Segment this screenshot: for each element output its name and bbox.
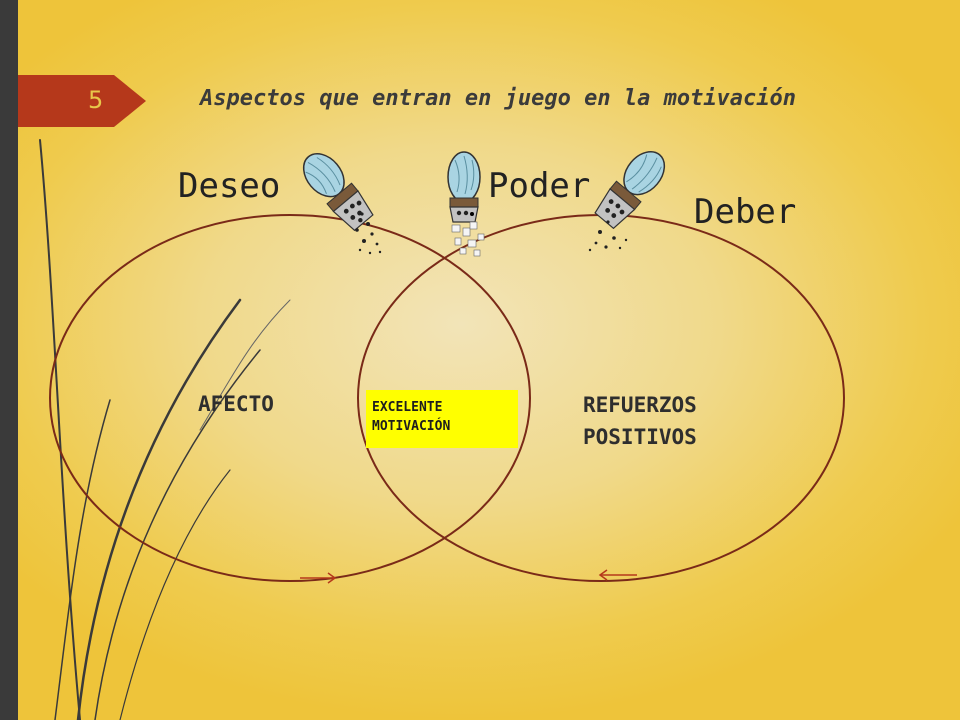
- label-deber: Deber: [694, 192, 797, 232]
- swoosh-line-1: [39, 139, 81, 720]
- center-text-line2: MOTIVACIÓN: [372, 419, 451, 434]
- venn-right-text: REFUERZOS POSITIVOS: [583, 389, 697, 453]
- page-number: 5: [88, 86, 104, 114]
- venn-left-text: AFECTO: [198, 392, 274, 416]
- swoosh-line-3: [94, 349, 261, 720]
- venn-right-text-line2: POSITIVOS: [583, 425, 697, 449]
- venn-circle-left: [49, 214, 531, 582]
- swoosh-line-6: [199, 299, 291, 431]
- center-highlight-box: [366, 390, 518, 448]
- center-highlight-text: EXCELENTE MOTIVACIÓN: [372, 398, 450, 436]
- salt-particles-left: [355, 212, 382, 255]
- arrow-right-icon: [300, 572, 337, 584]
- swoosh-line-5: [119, 469, 231, 720]
- decorative-swoosh-lines: [39, 139, 291, 720]
- salt-particles-center: [451, 221, 485, 257]
- swoosh-line-2: [76, 298, 242, 720]
- salt-shaker-icon: [594, 151, 666, 230]
- slide-title: Aspectos que entran en juego en la motiv…: [200, 86, 797, 111]
- salt-shaker-icon: [302, 153, 374, 232]
- center-text-line1: EXCELENTE: [372, 400, 443, 415]
- venn-right-text-line1: REFUERZOS: [583, 393, 697, 417]
- arrow-left-icon: [598, 569, 637, 581]
- left-accent-bar: [0, 0, 18, 720]
- salt-particles-right: [588, 220, 628, 252]
- label-deseo: Deseo: [178, 166, 281, 206]
- salt-shaker-icon: [447, 151, 481, 223]
- swoosh-line-4: [54, 399, 111, 720]
- page-number-tab: [18, 75, 146, 127]
- label-poder: Poder: [488, 166, 591, 206]
